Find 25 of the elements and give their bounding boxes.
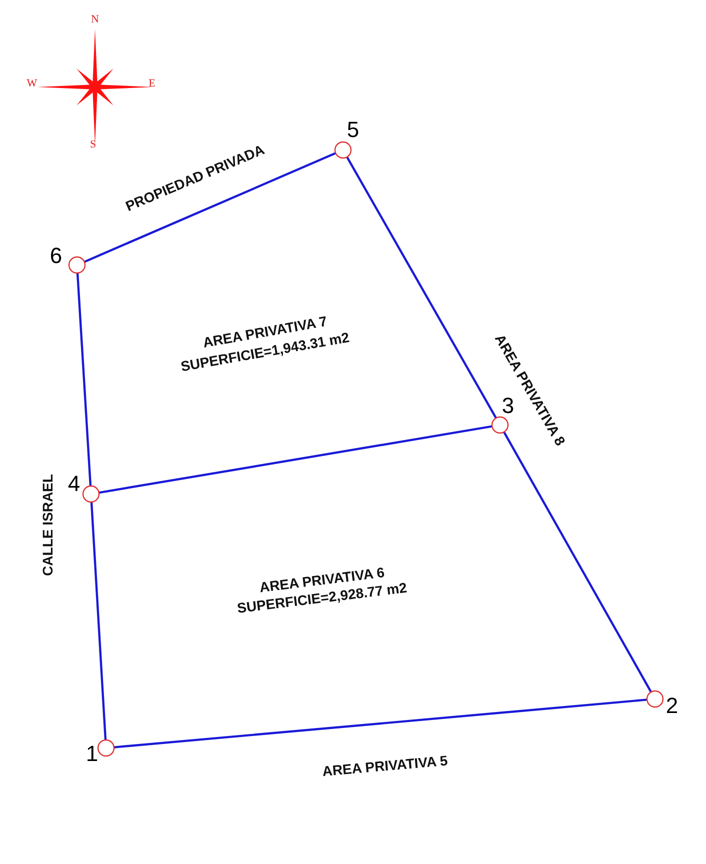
- boundary-line: [502, 431, 652, 693]
- boundary-label: AREA PRIVATIVA 5: [322, 753, 448, 779]
- point-number: 3: [502, 395, 514, 417]
- boundary-line: [114, 698, 648, 748]
- compass-letter: N: [91, 14, 99, 26]
- point-number: 4: [68, 473, 80, 495]
- compass-letter: E: [148, 78, 156, 90]
- point-number: 5: [346, 119, 360, 141]
- street-name: CALLE ISRAEL: [40, 474, 56, 576]
- point-number: 6: [50, 245, 62, 267]
- boundary-line: [346, 156, 497, 419]
- survey-point-marker: [335, 142, 351, 158]
- survey-point-marker: [83, 486, 99, 502]
- compass-letter: S: [90, 140, 96, 150]
- compass-letter: W: [26, 78, 38, 90]
- survey-point-marker: [647, 691, 663, 707]
- boundary-line: [84, 152, 336, 263]
- boundary-line: [98, 425, 492, 494]
- boundary-line: [90, 502, 107, 740]
- survey-point-marker: [492, 417, 508, 433]
- survey-point-marker: [69, 257, 85, 273]
- survey-point-marker: [98, 740, 114, 756]
- point-number: 1: [86, 743, 98, 765]
- boundary-line: [76, 272, 92, 486]
- point-number: 2: [666, 695, 678, 717]
